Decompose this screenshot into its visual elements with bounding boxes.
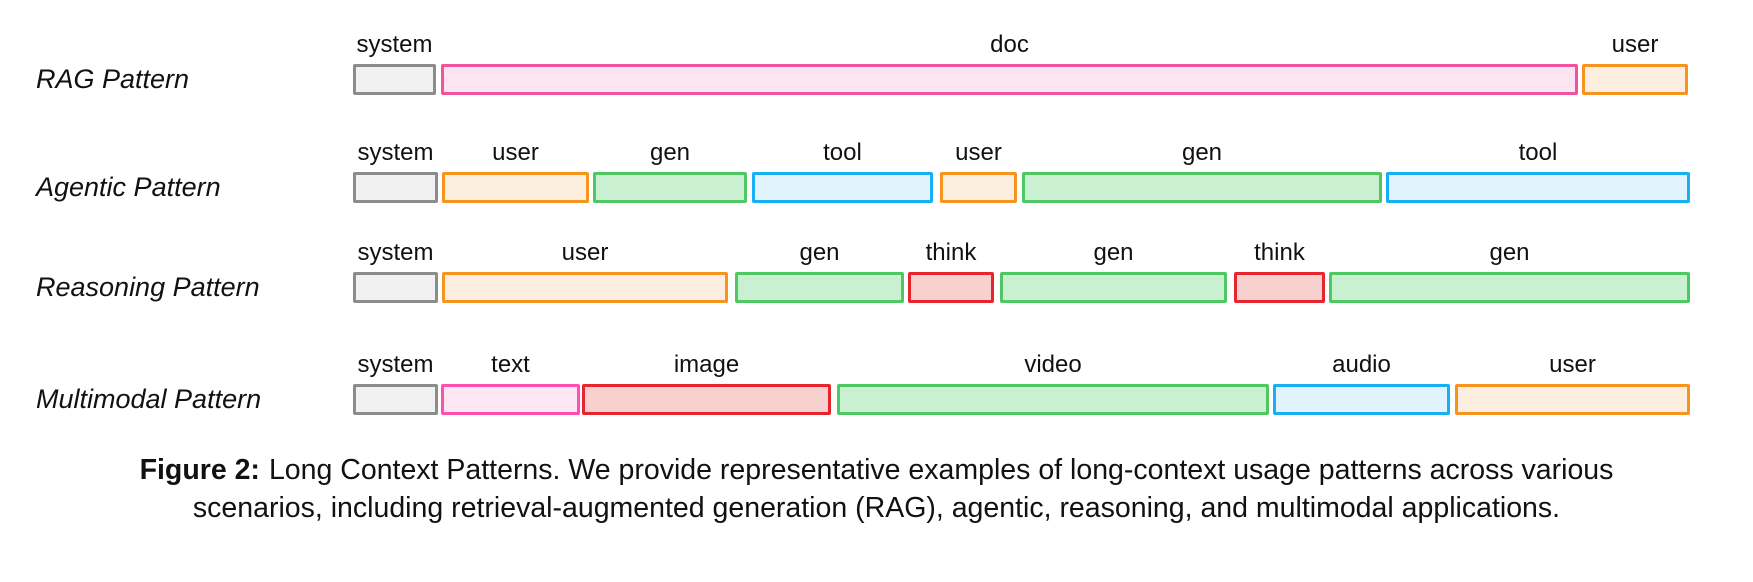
- segment-label: system: [356, 31, 433, 58]
- row-label: RAG Pattern: [36, 64, 190, 94]
- segment-box-gen: [593, 172, 747, 203]
- segment-label: system: [357, 351, 434, 378]
- segment-box-think: [908, 272, 994, 303]
- segment-label: user: [955, 139, 1002, 166]
- segment-box-user: [1582, 64, 1688, 95]
- segment-label: video: [1024, 351, 1082, 378]
- row-label: Reasoning Pattern: [36, 272, 260, 302]
- segment-box-gen: [1022, 172, 1382, 203]
- segment-label: gen: [1093, 239, 1134, 266]
- segment-box-gen: [735, 272, 904, 303]
- segment-box-doc: [441, 64, 1578, 95]
- segment-box-system: [353, 64, 436, 95]
- segment-box-user: [940, 172, 1017, 203]
- segment-box-system: [353, 172, 438, 203]
- segment-label: system: [357, 139, 434, 166]
- caption-figure-number: Figure 2:: [139, 454, 260, 486]
- segment-label: gen: [1489, 239, 1530, 266]
- segment-box-gen: [1000, 272, 1227, 303]
- segment-label: text: [491, 351, 530, 378]
- segment-label: user: [1549, 351, 1596, 378]
- caption-line-1: Long Context Patterns. We provide repres…: [268, 454, 1614, 486]
- segment-box-user: [442, 172, 589, 203]
- segment-label: system: [357, 239, 434, 266]
- segment-box-text: [441, 384, 580, 415]
- segment-box-video: [837, 384, 1269, 415]
- segment-label: doc: [990, 31, 1029, 58]
- segment-label: image: [673, 351, 740, 378]
- segment-label: gen: [649, 139, 691, 166]
- row-label: Agentic Pattern: [36, 172, 221, 202]
- segment-box-user: [1455, 384, 1690, 415]
- segment-label: user: [561, 239, 609, 266]
- segment-label: gen: [799, 239, 840, 266]
- segment-label: gen: [1181, 139, 1223, 166]
- figure-caption: Figure 2:Long Context Patterns. We provi…: [0, 452, 1753, 527]
- segment-label: tool: [1518, 139, 1558, 166]
- segment-label: user: [1611, 31, 1659, 58]
- segment-box-system: [353, 272, 438, 303]
- segment-box-tool: [752, 172, 933, 203]
- caption-line-2: scenarios, including retrieval-augmented…: [192, 491, 1561, 524]
- segment-label: user: [492, 139, 539, 166]
- segment-box-system: [353, 384, 438, 415]
- segment-box-user: [442, 272, 728, 303]
- segment-label: audio: [1332, 351, 1391, 378]
- segment-label: tool: [823, 139, 862, 166]
- segment-box-audio: [1273, 384, 1450, 415]
- segment-box-image: [582, 384, 831, 415]
- segment-label: think: [925, 239, 977, 266]
- segment-label: think: [1254, 239, 1305, 266]
- segment-box-think: [1234, 272, 1325, 303]
- row-label: Multimodal Pattern: [36, 384, 262, 414]
- segment-box-gen: [1329, 272, 1690, 303]
- segment-box-tool: [1386, 172, 1690, 203]
